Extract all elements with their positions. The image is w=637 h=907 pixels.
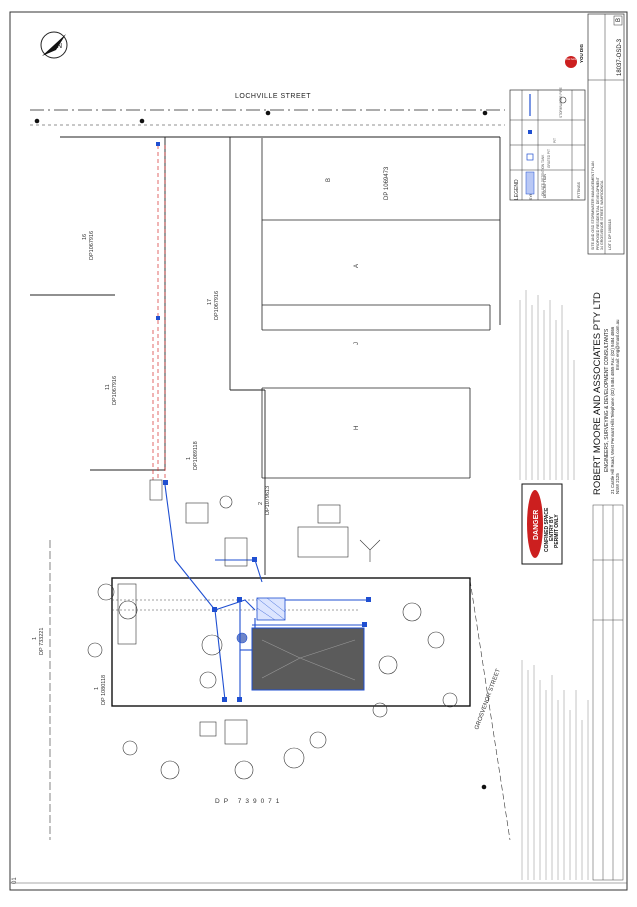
north-letter: N [57,43,62,50]
legend-row-desc: STORMWATER PIPE [559,87,563,118]
title-block: SITE AND OSD STORMWATER MANAGEMENT PLAN … [587,13,625,255]
legend-grated-pit-symbol [526,153,534,161]
lot-number: 11 [105,384,111,390]
corner-number: 01 [12,877,18,884]
trees [87,495,458,780]
revision-box [613,15,623,26]
danger-header: DANGER [533,510,540,540]
legend-title: LEGEND [514,179,520,200]
legend-col-qty: FITTINGS [577,181,581,198]
strata-letter: J [354,342,360,345]
drawing-number: 18037-OSD-3 [617,38,623,76]
legend-osd-symbol [525,171,535,195]
company-address1: 21 Castle Hill Road, West Pennant Hills [610,419,615,494]
dbyd-badge [565,56,577,68]
lot-number: 1 [32,637,38,640]
danger-line3: PERMIT ONLY [554,514,560,548]
strata-letter: H [354,426,360,430]
legend-fitting-circle [559,96,567,104]
sheet-border [9,11,628,891]
strata-building [261,138,500,479]
road-dashed [469,579,511,841]
dbyd-line1: Dial before [566,58,578,61]
title-block-frame [587,13,625,255]
easement-lines [152,145,166,480]
pit-marker [163,480,168,485]
company-subtitle: ENGINEERS, SURVEYING & DEVELOPMENT CONSU… [604,328,610,472]
strata-letter: A [354,264,360,268]
bottom-lot-lines: DP 739071 [49,540,511,841]
proposed-dwelling [251,627,365,691]
street-label-lochville: LOCHVILLE STREET [235,93,311,100]
general-notes [519,290,589,880]
lot-number: 1 [186,457,192,460]
lot-dp: DP 733221 [39,628,45,655]
dial-before-you-dig-logo: Dial before YOU DIG [565,43,584,68]
power-pole [34,118,40,124]
pit-marker [156,316,160,320]
lot-dp: DP1067916 [214,291,220,320]
strata-letter: B [326,178,332,182]
dbyd-line2: YOU DIG [579,43,584,63]
power-pole [265,110,271,116]
legend-col-desc: DESCRIPTION [543,174,547,198]
revision-letter: B [616,18,622,22]
danger-oval [527,490,543,558]
project-lot: LOT 1 DP 1080118 [608,219,612,250]
legend-row-desc: GRATED PIT [547,149,551,168]
lot-number: 2 [258,502,264,505]
power-pole [139,118,145,124]
street-lochville: LOCHVILLE STREET [30,93,505,126]
rainwater-tank [236,632,248,644]
existing-shed [117,583,137,645]
company-contact1: Telephone: (02) 9484 4855 Fax: (02) 9484… [610,326,615,418]
legend: LEGEND SYMBOLS DESCRIPTION FITTINGS ON-S… [509,87,586,201]
strata-dp: DP 1069473 [384,166,390,200]
site-boundary [111,577,471,707]
legend-row-desc: PIT [553,138,557,143]
strata-labels: DP 1069473 B A J H [326,166,390,430]
drawing-title: SITE AND OSD STORMWATER MANAGEMENT PLAN [591,161,595,250]
legend-pit-symbol [528,130,532,134]
lot-dp: DP1067916 [112,376,118,405]
lot-dp: DP1067916 [89,231,95,260]
danger-line1: CONFINED SPACE [544,507,550,552]
osd-hatch [256,597,286,621]
stormwater-network [164,484,370,701]
lot-dp: DP 1080118 [101,675,107,705]
legend-row-desc: ON-SITE DETENTION TANK [541,154,545,196]
neighbour-structures [149,479,381,745]
lot-dp: DP1089118 [193,441,199,470]
lot-number: 16 [82,234,88,240]
upper-lot-boundaries [30,136,501,575]
company-block: ROBERT MOORE AND ASSOCIATES PTY LTD ENGI… [592,292,620,495]
subject-site: GROSVENOR STREET [111,577,502,731]
danger-line2: ENTRY BY [549,515,555,541]
lot-labels: 16 DP1067916 17 DP1067916 11 DP1067916 1… [32,231,271,705]
company-address2: NSW 2125 [615,473,620,494]
roof-ridges [261,639,356,681]
stormwater-pits [212,557,371,702]
north-arrow: N [40,31,68,59]
project-address: 34 GROSVENOR STREET, WAHROONGA [600,180,604,250]
dp-bottom-label: DP 739071 [215,798,283,805]
lot-number: 1 [94,687,100,690]
project-name: PROPOSED RESIDENTIAL DEVELOPMENT [596,176,600,250]
lot-number: 17 [207,299,213,305]
company-name: ROBERT MOORE AND ASSOCIATES PTY LTD [592,292,603,495]
company-contact2: Email: eng@rmasl.com.au [615,319,620,370]
power-pole [482,110,488,116]
danger-sign: DANGER CONFINED SPACE ENTRY BY PERMIT ON… [521,483,563,565]
lot-dp: DP1079613 [265,486,271,515]
pit-marker [156,142,160,146]
revisions-table [592,504,624,881]
power-pole [481,784,487,790]
